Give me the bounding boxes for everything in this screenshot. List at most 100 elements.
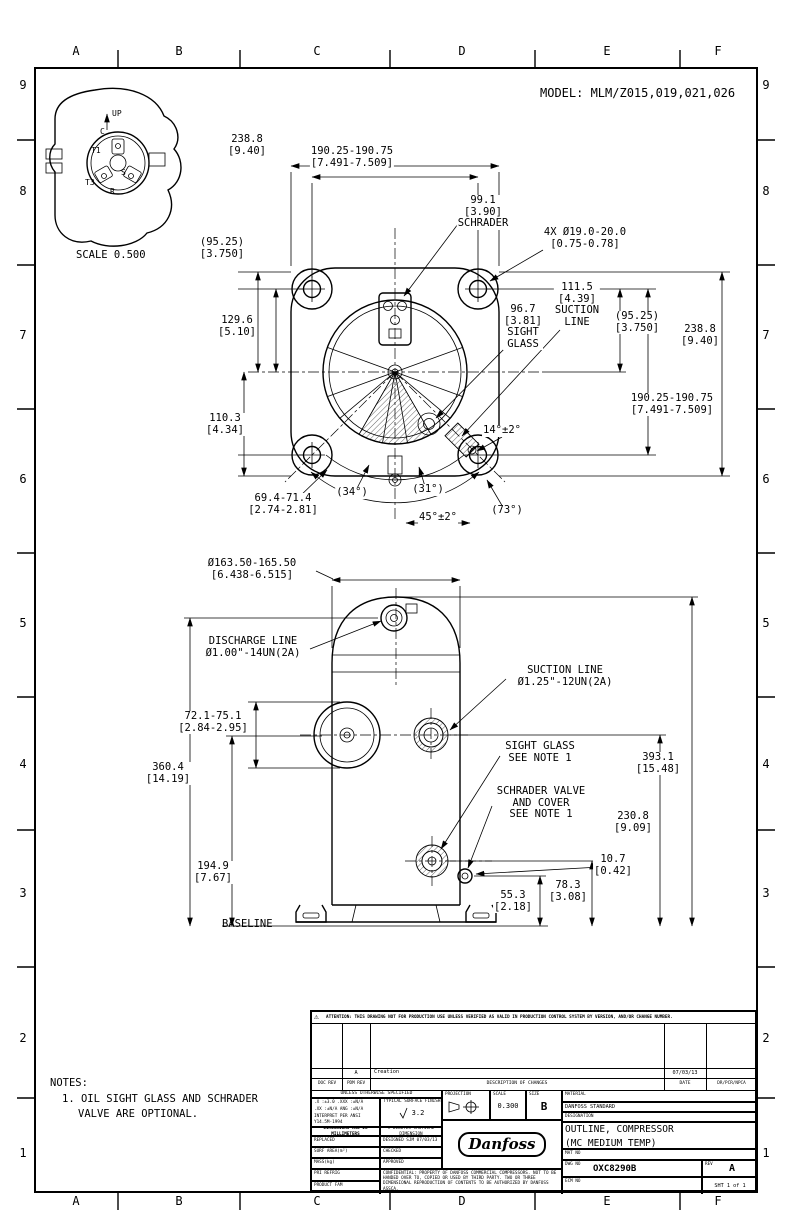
danfoss-standard: DANFOSS STANDARD: [562, 1102, 757, 1112]
grid-col-label: E: [603, 1194, 611, 1208]
dim-393: 393.1[15.48]: [634, 751, 682, 775]
side-view-drawing: [222, 588, 548, 927]
replaced-cell: REPLACED: [312, 1136, 380, 1147]
grid-row-label: 3: [19, 886, 27, 900]
dims-in-mm: DIMENSIONS ARE IN MILLIMETERS: [312, 1127, 380, 1136]
dim-14deg: 14°±2°: [482, 424, 522, 437]
checked-cell: CHECKED: [380, 1147, 442, 1158]
dim-mounting-holes: 4X Ø19.0-20.0[0.75-0.78]: [542, 226, 628, 250]
rev-letter: A: [354, 1069, 358, 1076]
dim-95-left: (95.25)[3.750]: [198, 236, 246, 260]
dim-360: 360.4[14.19]: [144, 761, 192, 785]
dim-34deg: (34°): [335, 486, 369, 499]
dim-shell-diameter: Ø163.50-165.50[6.438-6.515]: [206, 557, 298, 581]
warning-icon: ⚠: [314, 1012, 319, 1021]
pin-label-s: S: [121, 168, 126, 177]
top-view-drawing: [248, 228, 545, 522]
dim-230: 230.8[9.09]: [613, 810, 653, 834]
grid-col-label: C: [313, 44, 321, 58]
designed-cell: DESIGNED SJM 07/03/13: [380, 1136, 442, 1147]
dim-55: 55.3[2.18]: [493, 889, 533, 913]
grid-row-label: 2: [762, 1031, 770, 1045]
grid-col-label: F: [714, 44, 722, 58]
pin-label-r: R: [110, 187, 115, 196]
designation-line-2: (MC MEDIUM TEMP): [565, 1138, 657, 1149]
size-field-label: SIZE: [529, 1092, 540, 1097]
approved-cell: APPROVED: [380, 1158, 442, 1169]
dim-45deg: 45°±2°: [418, 511, 458, 524]
material-cell: MATERIAL: [562, 1090, 757, 1102]
danfoss-logo: Danfoss: [457, 1132, 547, 1157]
tolerance-line-2: .XX :±N/A ANG :±N/A: [314, 1107, 364, 1113]
rev-header-pdm: PDM REV: [346, 1081, 366, 1087]
grid-row-label: 9: [762, 78, 770, 92]
rev-description: Creation: [374, 1069, 399, 1075]
grid-row-label: 1: [762, 1146, 770, 1160]
rev-field-label: REV: [705, 1162, 713, 1167]
pin-label-t1: T1: [91, 146, 101, 155]
grid-col-label: E: [603, 44, 611, 58]
grid-row-label: 7: [762, 328, 770, 342]
grid-row-label: 8: [19, 184, 27, 198]
grid-row-label: 3: [762, 886, 770, 900]
grid-row-label: 9: [19, 78, 27, 92]
rev-cell: REV A: [702, 1160, 757, 1177]
mass-cell: MASS(kg): [312, 1158, 380, 1169]
grid-col-label: D: [458, 44, 466, 58]
grid-row-label: 5: [762, 616, 770, 630]
dim-238-height: 238.8[9.40]: [680, 323, 720, 347]
projection-label: PROJECTION: [445, 1092, 471, 1097]
grid-row-label: 6: [19, 472, 27, 486]
confidential-text: CONFIDENTIAL: PROPERTY OF DANFOSS COMMER…: [380, 1169, 562, 1194]
grid-row-label: 1: [19, 1146, 27, 1160]
side-view-dimensions: [184, 570, 698, 927]
grid-col-label: F: [714, 1194, 722, 1208]
dim-31deg: (31°): [411, 483, 445, 496]
dim-schrader-99: 99.1[3.90]SCHRADER: [456, 194, 510, 230]
grid-col-label: B: [175, 44, 183, 58]
surface-finish-value: 3.2: [411, 1108, 425, 1117]
dim-194: 194.9[7.67]: [193, 860, 233, 884]
rev-date: 07/03/13: [672, 1069, 698, 1076]
grid-row-label: 4: [762, 757, 770, 771]
dim-bolt-span-top: 190.25-190.75[7.491-7.509]: [309, 145, 395, 169]
logo-cell: Danfoss: [442, 1120, 562, 1169]
scale-field-label: SCALE: [493, 1092, 506, 1097]
grid-row-label: 8: [762, 184, 770, 198]
rev-header-dr: DR/PCR/NPCA: [717, 1081, 746, 1087]
scale-value: 0.300: [497, 1101, 519, 1110]
dim-bolt-span-right: 190.25-190.75[7.491-7.509]: [629, 392, 715, 416]
designation-label: DESIGNATION: [562, 1112, 757, 1122]
dwg-no-cell: DWG NO OXC8290B: [562, 1160, 702, 1177]
size-value: B: [540, 1099, 548, 1113]
ecm-no-cell: ECM NO: [562, 1177, 702, 1194]
unless-otherwise: UNLESS OTHERWISE SPECIFIED: [312, 1090, 442, 1098]
denotes-critical: ⊙ DENOTES CRITICAL DIMENSION: [380, 1127, 442, 1136]
attention-bar: ⚠ ATTENTION: THIS DRAWING NOT FOR PRODUC…: [312, 1012, 757, 1024]
dim-72: 72.1-75.1[2.84-2.95]: [177, 710, 249, 734]
surface-finish-label: TYPICAL SURFACE FINISH: [383, 1099, 441, 1104]
interpret-ansi: INTERPRET PER ANSI Y14.5M-1994: [314, 1114, 361, 1125]
pin-label-c: C: [100, 127, 105, 136]
projection-cell: PROJECTION: [442, 1090, 490, 1120]
mat-no-cell: MAT NO: [562, 1149, 757, 1160]
grid-row-label: 4: [19, 757, 27, 771]
grid-row-label: 5: [19, 616, 27, 630]
surface-finish-icon: [399, 1108, 408, 1120]
grid-col-label: D: [458, 1194, 466, 1208]
detail-scale-label: SCALE 0.500: [76, 249, 146, 261]
pri-refrig-cell: PRI REFRIG: [312, 1169, 380, 1181]
grid-col-label: C: [313, 1194, 321, 1208]
terminal-detail-drawing: [45, 87, 182, 247]
label-baseline: BASELINE: [222, 918, 273, 930]
rev-header-doc: DOC REV: [317, 1081, 337, 1087]
dim-10: 10.7[0.42]: [593, 853, 633, 877]
dwg-no-label: DWG NO: [565, 1162, 581, 1167]
